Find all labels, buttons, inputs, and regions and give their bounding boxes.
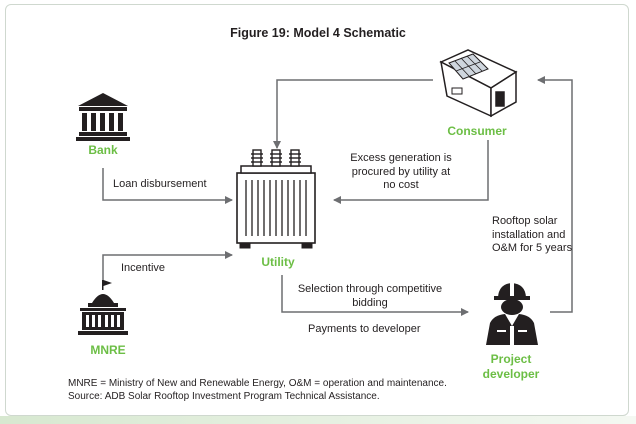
footnote-abbreviations: MNRE = Ministry of New and Renewable Ene… bbox=[68, 378, 447, 389]
node-label-bank: Bank bbox=[88, 143, 118, 157]
flow-label-payments: Payments to developer bbox=[308, 323, 421, 335]
flow-label-loan: Loan disbursement bbox=[113, 178, 207, 190]
house-solar-icon bbox=[439, 49, 518, 118]
arrow-developer-to-consumer bbox=[537, 76, 573, 313]
node-label-consumer: Consumer bbox=[447, 124, 507, 138]
node-label-mnre: MNRE bbox=[90, 343, 126, 357]
figure-frame bbox=[5, 4, 629, 416]
arrow-utility-to-developer bbox=[281, 275, 469, 316]
arrow-mnre-to-utility bbox=[102, 251, 233, 282]
figure-title: Figure 19: Model 4 Schematic bbox=[230, 26, 406, 40]
page-bottom-band bbox=[0, 416, 636, 424]
flow-label-selection: Selection through competitive bidding bbox=[297, 283, 443, 309]
flow-label-excess: Excess generation is procured by utility… bbox=[350, 152, 452, 191]
flow-label-incentive: Incentive bbox=[121, 262, 166, 274]
bank-icon bbox=[76, 93, 130, 141]
worker-icon bbox=[486, 283, 538, 345]
footnote-source: Source: ADB Solar Rooftop Investment Pro… bbox=[68, 391, 380, 402]
node-label-utility: Utility bbox=[261, 255, 295, 269]
arrow-consumer-excess-to-utility bbox=[333, 140, 489, 204]
flow-label-rooftop: Rooftop solar installation and O&M for 5… bbox=[492, 215, 573, 254]
arrow-consumer-to-utility bbox=[273, 79, 433, 149]
node-label-developer: Project developer bbox=[482, 352, 540, 381]
transformer-icon bbox=[236, 149, 316, 249]
arrow-bank-to-utility bbox=[102, 168, 233, 204]
government-building-icon bbox=[78, 280, 128, 335]
